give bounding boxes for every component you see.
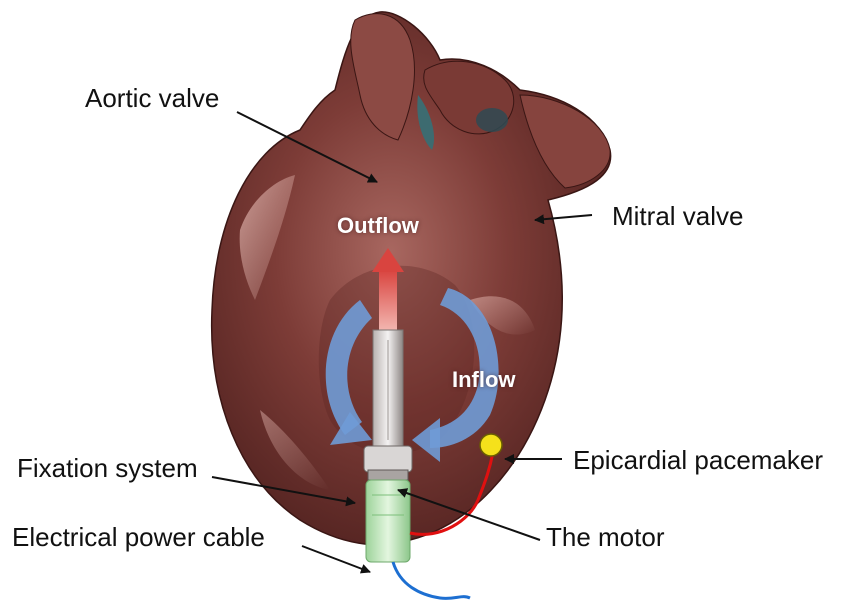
epicardial-pacemaker-label: Epicardial pacemaker bbox=[573, 447, 823, 473]
pump-housing bbox=[364, 446, 412, 472]
the-motor-label: The motor bbox=[546, 524, 665, 550]
mitral-valve-label: Mitral valve bbox=[612, 203, 743, 229]
fixation-system-label: Fixation system bbox=[17, 455, 198, 481]
inflow-label: Inflow bbox=[452, 369, 516, 391]
vessel-opening bbox=[476, 108, 508, 132]
electrical-power-cable-label: Electrical power cable bbox=[12, 524, 265, 550]
outflow-arrow-shaft bbox=[379, 270, 397, 332]
outflow-label: Outflow bbox=[337, 215, 419, 237]
aortic-valve-label: Aortic valve bbox=[85, 85, 219, 111]
fixation-ring bbox=[368, 470, 408, 480]
power-cable bbox=[393, 562, 470, 598]
pointer-electrical-power-cable bbox=[302, 546, 370, 572]
epicardial-pacemaker-dot bbox=[480, 434, 502, 456]
